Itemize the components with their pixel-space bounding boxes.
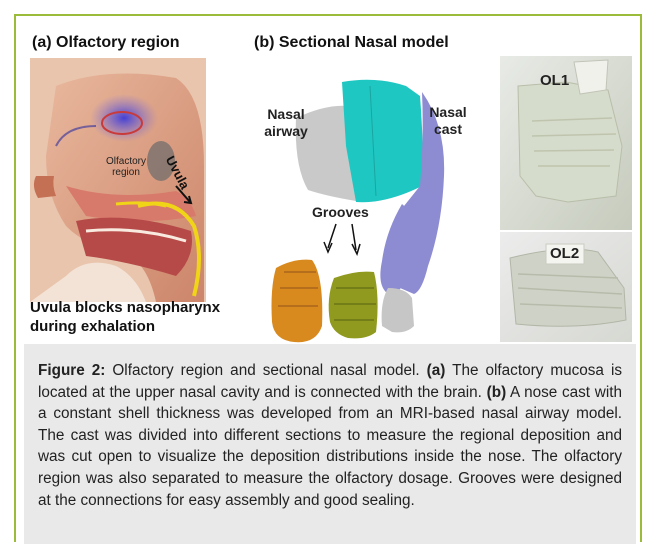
- caption-figure-label: Figure 2:: [38, 362, 105, 379]
- figure-caption: Figure 2: Olfactory region and sectional…: [24, 344, 636, 544]
- olfactory-region-label: Olfactory region: [96, 156, 156, 178]
- grooves-label: Grooves: [312, 204, 369, 221]
- panel-a-caption-line1: Uvula blocks nasopharynx: [30, 298, 220, 317]
- panel-a-bottom-caption: Uvula blocks nasopharynx during exhalati…: [30, 298, 220, 336]
- printed-cast-photos: [500, 56, 632, 342]
- caption-b-label: (b): [487, 384, 507, 401]
- figure-image: (a) Olfactory region (b) Sectional Nasal…: [26, 26, 632, 344]
- figure-frame: (a) Olfactory region (b) Sectional Nasal…: [14, 14, 642, 542]
- panel-a-label: (a) Olfactory region: [32, 34, 180, 52]
- caption-a-label: (a): [427, 362, 446, 379]
- caption-intro: Olfactory region and sectional nasal mod…: [105, 362, 426, 379]
- panel-b-label: (b) Sectional Nasal model: [254, 34, 449, 52]
- panel-a-caption-line2: during exhalation: [30, 317, 220, 336]
- nasal-airway-label: Nasal airway: [260, 106, 312, 140]
- caption-b-text: A nose cast with a constant shell thickn…: [38, 384, 622, 509]
- nasal-cast-label: Nasal cast: [428, 104, 468, 138]
- ol1-label: OL1: [540, 72, 569, 89]
- ol2-label: OL2: [550, 245, 579, 262]
